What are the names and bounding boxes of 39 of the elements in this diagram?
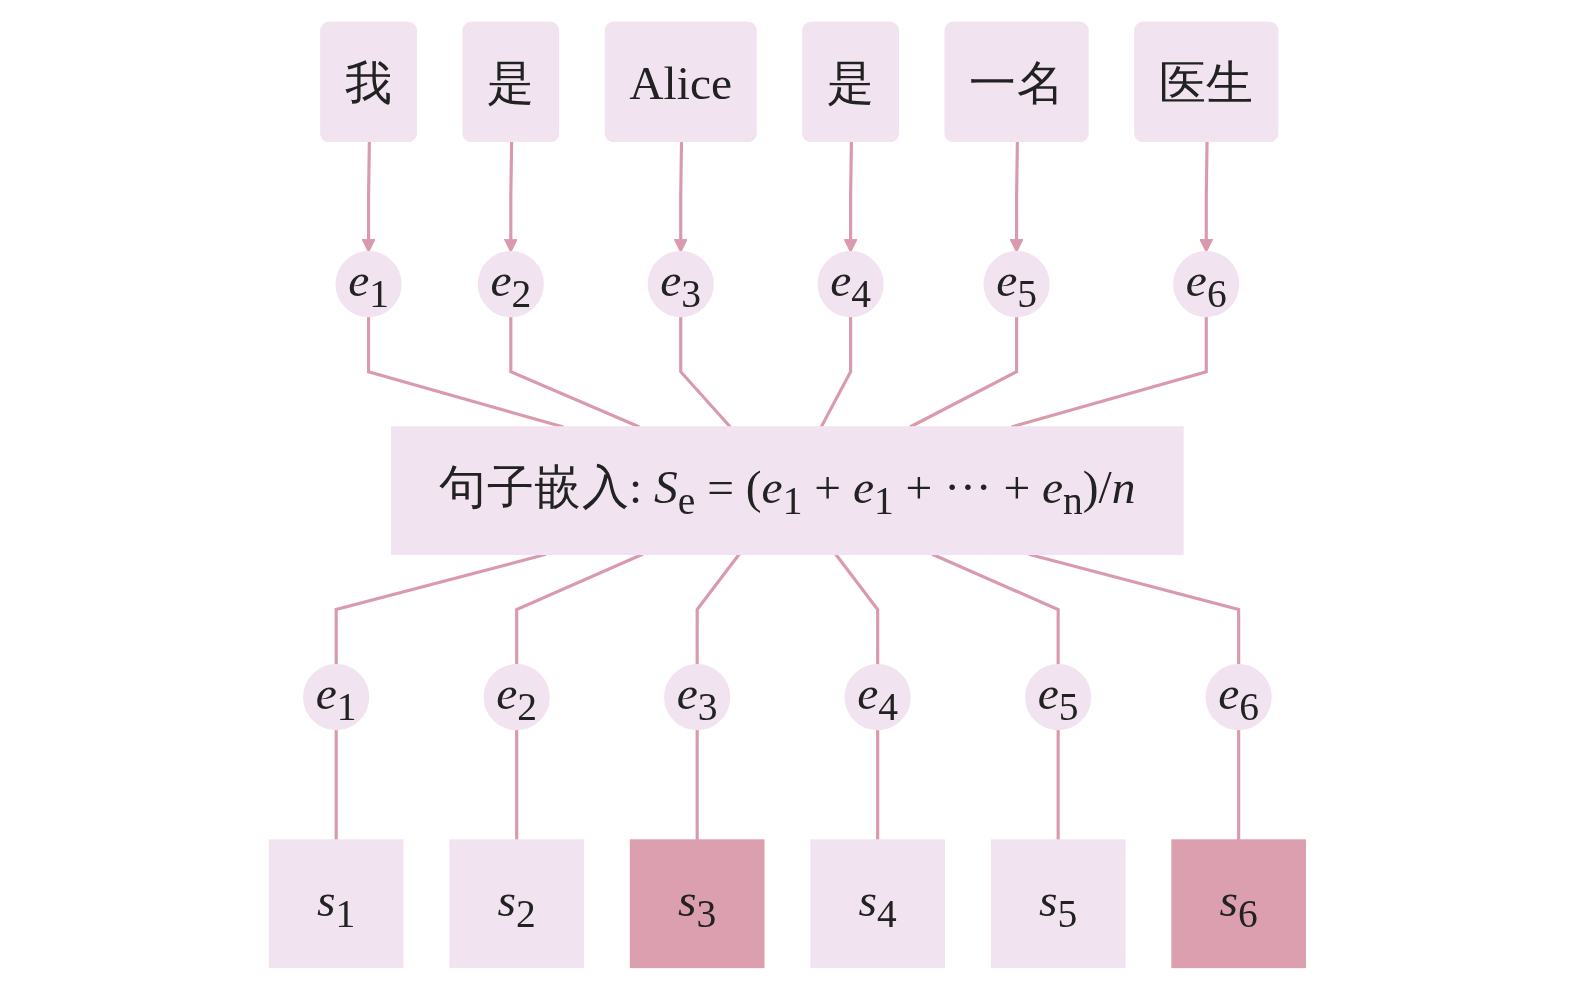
- connector: [367, 316, 564, 429]
- node-circle: e$_{1}$: [335, 251, 402, 318]
- connector: [334, 729, 338, 841]
- node-circle: e$_{5}$: [983, 251, 1050, 318]
- node-circle: e$_{4}$: [844, 664, 911, 731]
- node-circle: e$_{3}$: [647, 251, 714, 318]
- connector: [515, 729, 519, 841]
- node-circle: e$_{2}$: [483, 664, 550, 731]
- arrow: [673, 141, 688, 253]
- node-box: s$_{2}$: [449, 839, 585, 969]
- arrow: [503, 141, 518, 253]
- arrow: [1199, 141, 1214, 253]
- connector: [509, 316, 641, 429]
- connector: [679, 316, 732, 429]
- connector: [876, 729, 880, 841]
- node-box: s$_{1}$: [268, 839, 404, 969]
- connector: [695, 553, 741, 665]
- node-box: s$_{6}$: [1171, 839, 1307, 969]
- arrow: [361, 141, 376, 253]
- node-circle: e$_{2}$: [477, 251, 544, 318]
- node-circle: e$_{1}$: [303, 664, 370, 731]
- node-box: s$_{3}$: [629, 839, 765, 969]
- node-circle: e$_{5}$: [1025, 664, 1092, 731]
- connector: [1237, 729, 1241, 841]
- connector: [819, 316, 853, 428]
- connector: [1011, 316, 1208, 429]
- arrow: [843, 141, 858, 253]
- connector: [1056, 729, 1060, 841]
- node-circle: e$_{6}$: [1173, 251, 1240, 318]
- node-box: s$_{5}$: [990, 839, 1126, 969]
- node-box: s$_{4}$: [810, 839, 946, 969]
- connector: [834, 553, 880, 665]
- node-circle: e$_{3}$: [664, 664, 731, 731]
- arrow: [1009, 141, 1024, 253]
- node-circle: e$_{4}$: [817, 251, 884, 318]
- node-box: 句子嵌入: S$_{e}$ = (e$_{1}$ + e$_{1}$ + ··· + e$_{n}$)/n: [391, 426, 1184, 556]
- node-circle: e$_{6}$: [1205, 664, 1272, 731]
- connector: [695, 729, 699, 841]
- connector: [909, 316, 1019, 429]
